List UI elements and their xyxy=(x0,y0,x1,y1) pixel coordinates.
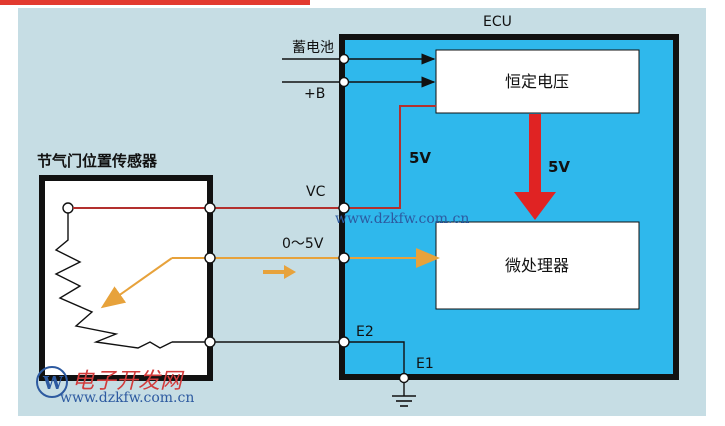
five-v-big-arrow xyxy=(514,114,556,220)
sensor-e2-terminal xyxy=(204,336,216,348)
five-v-arrow-label: 5V xyxy=(548,158,570,176)
watermark-logo-mark: W xyxy=(42,373,64,394)
sensor-vc-terminal xyxy=(204,202,216,214)
microprocessor-label: 微处理器 xyxy=(505,256,569,275)
watermark-logo-text: 电子开发网 xyxy=(72,369,185,394)
constant-voltage-box xyxy=(435,49,640,114)
e1-label: E1 xyxy=(416,356,434,372)
e2-wire xyxy=(210,341,405,378)
sensor-top-node xyxy=(62,202,74,214)
five-v-wire-label: 5V xyxy=(409,149,431,167)
plus-b-terminal xyxy=(338,76,350,88)
constant-voltage-label: 恒定电压 xyxy=(505,72,569,91)
ecu-label: ECU xyxy=(483,14,512,30)
microprocessor-box xyxy=(435,221,640,310)
battery-terminal xyxy=(338,53,350,65)
vc-wire xyxy=(73,105,436,209)
watermark-url-bottom: www.dzkfw.com.cn xyxy=(60,390,194,406)
wiper-arm xyxy=(100,257,173,309)
battery-label: 蓄电池 xyxy=(292,40,334,56)
ground-node xyxy=(398,372,410,384)
watermark-logo: W 电子开发网 xyxy=(36,366,185,398)
vc-label: VC xyxy=(306,184,326,200)
plus-b-label: +B xyxy=(304,86,325,102)
sensor-signal-terminal xyxy=(204,252,216,264)
e2-label: E2 xyxy=(356,324,374,340)
sensor-resistor xyxy=(54,208,173,349)
ecu-e2-terminal xyxy=(338,336,350,348)
watermark-url-top: www.dzkfw.com.cn xyxy=(335,211,469,227)
watermark-logo-icon xyxy=(36,366,68,398)
sensor-title: 节气门位置传感器 xyxy=(37,152,158,170)
sensor-box xyxy=(39,175,213,381)
top-red-stripe xyxy=(0,0,310,5)
ecu-vc-terminal xyxy=(338,202,350,214)
signal-direction-arrow xyxy=(263,265,296,279)
ecu-signal-terminal xyxy=(338,252,350,264)
signal-label: 0～5V xyxy=(282,236,324,252)
